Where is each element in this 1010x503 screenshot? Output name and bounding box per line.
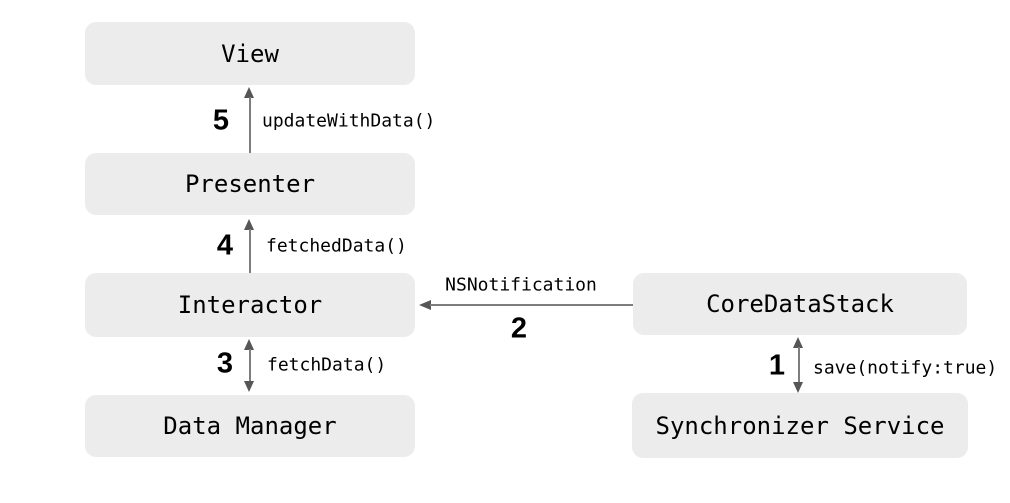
node-core-data-stack: CoreDataStack	[633, 273, 967, 335]
edge-5-line	[249, 97, 251, 153]
edge-3-line	[249, 349, 251, 382]
node-view: View	[85, 22, 415, 85]
edge-4-step-number: 4	[216, 229, 234, 262]
edge-1-line	[798, 347, 800, 383]
edge-5-label: updateWithData()	[262, 110, 436, 132]
edge-5-step-number: 5	[212, 104, 230, 137]
arrow-up-icon	[244, 339, 254, 350]
edge-2-step-number: 2	[510, 312, 528, 345]
node-data-manager: Data Manager	[85, 395, 415, 457]
edge-2-label: NSNotification	[445, 274, 597, 296]
edge-3-label: fetchData()	[267, 354, 387, 376]
arrow-left-icon	[419, 300, 431, 310]
arrow-up-icon	[244, 87, 254, 98]
arrow-down-icon	[793, 382, 803, 393]
node-synchronizer-service: Synchronizer Service	[632, 393, 968, 458]
edge-1-label: save(notify:true)	[813, 357, 998, 379]
arrow-down-icon	[244, 381, 254, 392]
edge-4-label: fetchedData()	[266, 235, 407, 257]
edge-4-line	[249, 229, 251, 273]
edge-2-line	[430, 304, 633, 306]
arrow-up-icon	[793, 337, 803, 348]
edge-1-step-number: 1	[768, 349, 786, 382]
arrow-up-icon	[244, 219, 254, 230]
node-interactor: Interactor	[85, 273, 415, 337]
node-presenter: Presenter	[85, 153, 415, 215]
edge-3-step-number: 3	[216, 347, 234, 380]
